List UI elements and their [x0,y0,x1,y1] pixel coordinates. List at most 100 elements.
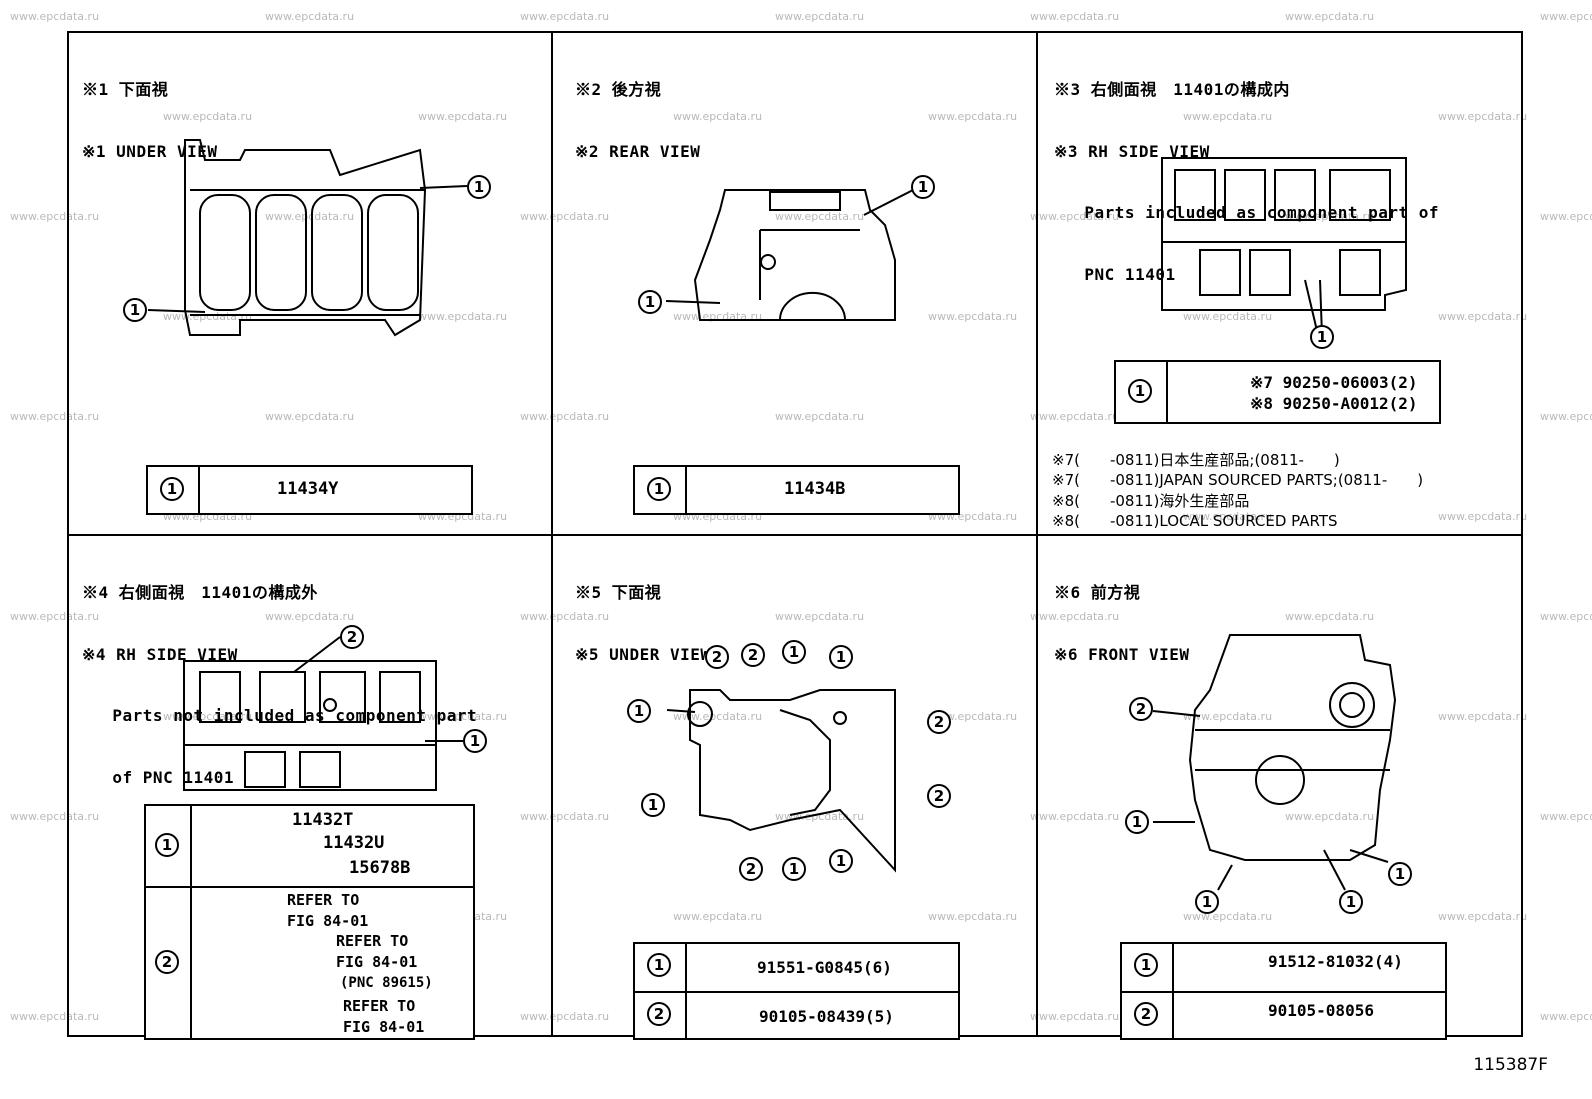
watermark-text: www.epcdata.ru [265,10,355,23]
callout-2: 2 [927,710,951,734]
watermark-text: www.epcdata.ru [163,110,253,123]
watermark-text: www.epcdata.ru [928,910,1018,923]
reference-text: REFER TO [287,891,360,909]
callout-1: 1 [782,640,806,664]
watermark-text: www.epcdata.ru [10,810,100,823]
panel1-line2: ※1 UNDER VIEW [82,141,218,161]
callout-1: 1 [911,175,935,199]
part-number: 11434B [784,479,846,499]
watermark-text: www.epcdata.ru [10,1010,100,1023]
part-number: 90105-08056 [1268,1001,1374,1020]
watermark-text: www.epcdata.ru [1030,210,1120,223]
panel2-title: ※2 後方視 ※2 REAR VIEW [575,39,700,183]
watermark-text: www.epcdata.ru [1540,610,1592,623]
watermark-text: www.epcdata.ru [163,710,253,723]
watermark-text: www.epcdata.ru [265,610,355,623]
part-number: 15678B [349,858,411,878]
reference-text: (PNC 89615) [340,975,433,991]
panel1-line1: ※1 下面視 [82,80,169,99]
panel6-title: ※6 前方視 ※6 FRONT VIEW [1054,542,1190,686]
watermark-text: www.epcdata.ru [1183,710,1273,723]
watermark-text: www.epcdata.ru [1030,10,1120,23]
panel3-parts-table [1114,360,1441,424]
reference-text: FIG 84-01 [287,912,369,930]
panel5-line2: ※5 UNDER VIEW [575,644,711,664]
watermark-text: www.epcdata.ru [1438,510,1528,523]
callout-1: 1 [829,849,853,873]
watermark-text: www.epcdata.ru [1540,1010,1592,1023]
sourcing-note: ※8( -0811)海外生産部品 [1052,492,1250,510]
callout-1: 1 [638,290,662,314]
sourcing-note: ※8( -0811)LOCAL SOURCED PARTS [1052,512,1338,530]
panel3-title: ※3 右側面視 11401の構成内 ※3 RH SIDE VIEW Parts … [1054,39,1439,306]
watermark-text: www.epcdata.ru [1438,710,1528,723]
figure-id: 115387F [1473,1055,1548,1075]
part-number: ※8 90250-A0012(2) [1250,394,1418,413]
reference-text: FIG 84-01 [343,1018,425,1036]
watermark-text: www.epcdata.ru [520,610,610,623]
callout-1: 1 [1388,862,1412,886]
panel5-title: ※5 下面視 ※5 UNDER VIEW [575,542,711,686]
watermark-text: www.epcdata.ru [775,210,865,223]
panel4-title: ※4 右側面視 11401の構成外 ※4 RH SIDE VIEW Parts … [82,542,477,809]
callout-1: 1 [1125,810,1149,834]
callout-1: 1 [463,729,487,753]
watermark-text: www.epcdata.ru [1540,10,1592,23]
watermark-text: www.epcdata.ru [418,710,508,723]
panel4-line4: of PNC 11401 [82,767,234,787]
watermark-text: www.epcdata.ru [10,610,100,623]
callout-1: 1 [123,298,147,322]
table-number: 2 [1134,1002,1158,1026]
sourcing-note: ※7( -0811)JAPAN SOURCED PARTS;(0811- ) [1052,471,1424,489]
reference-text: REFER TO [336,932,409,950]
watermark-text: www.epcdata.ru [1285,10,1375,23]
part-number: 11434Y [277,479,339,499]
table-number: 1 [647,953,671,977]
panel4-line3: Parts not included as component part [82,706,478,725]
panel3-line4: PNC 11401 [1054,264,1176,284]
panel3-line2: ※3 RH SIDE VIEW [1054,141,1210,161]
watermark-text: www.epcdata.ru [265,410,355,423]
watermark-text: www.epcdata.ru [775,410,865,423]
panel4-line1: ※4 右側面視 11401の構成外 [82,583,318,602]
table-number: 1 [647,477,671,501]
callout-2: 2 [1129,697,1153,721]
callout-1: 1 [829,645,853,669]
watermark-text: www.epcdata.ru [520,1010,610,1023]
callout-1: 1 [782,857,806,881]
part-number: 90105-08439(5) [759,1007,894,1026]
watermark-text: www.epcdata.ru [418,310,508,323]
watermark-text: www.epcdata.ru [1540,810,1592,823]
table-number: 2 [647,1002,671,1026]
callout-1: 1 [641,793,665,817]
callout-2: 2 [705,645,729,669]
watermark-text: www.epcdata.ru [1030,410,1120,423]
watermark-text: www.epcdata.ru [1438,310,1528,323]
watermark-text: www.epcdata.ru [775,610,865,623]
panel6-line1: ※6 前方視 [1054,583,1141,602]
watermark-text: www.epcdata.ru [520,410,610,423]
watermark-text: www.epcdata.ru [520,210,610,223]
watermark-text: www.epcdata.ru [418,110,508,123]
panel5-line1: ※5 下面視 [575,583,662,602]
callout-2: 2 [739,857,763,881]
callout-1: 1 [1310,325,1334,349]
part-number: 11432T [292,810,354,830]
table-number: 1 [155,833,179,857]
part-number: 91512-81032(4) [1268,952,1403,971]
panel3-line3: Parts included as component part of [1054,203,1440,222]
watermark-text: www.epcdata.ru [1030,810,1120,823]
callout-1: 1 [1195,890,1219,914]
watermark-text: www.epcdata.ru [520,10,610,23]
watermark-text: www.epcdata.ru [1030,610,1120,623]
panel6-parts-table [1120,942,1447,1040]
watermark-text: www.epcdata.ru [10,210,100,223]
table-number: 1 [1128,379,1152,403]
watermark-text: www.epcdata.ru [673,710,763,723]
sourcing-note: ※7( -0811)日本生産部品;(0811- ) [1052,451,1340,469]
watermark-text: www.epcdata.ru [928,110,1018,123]
callout-1: 1 [627,699,651,723]
watermark-text: www.epcdata.ru [928,310,1018,323]
panel1-title: ※1 下面視 ※1 UNDER VIEW [82,39,218,183]
